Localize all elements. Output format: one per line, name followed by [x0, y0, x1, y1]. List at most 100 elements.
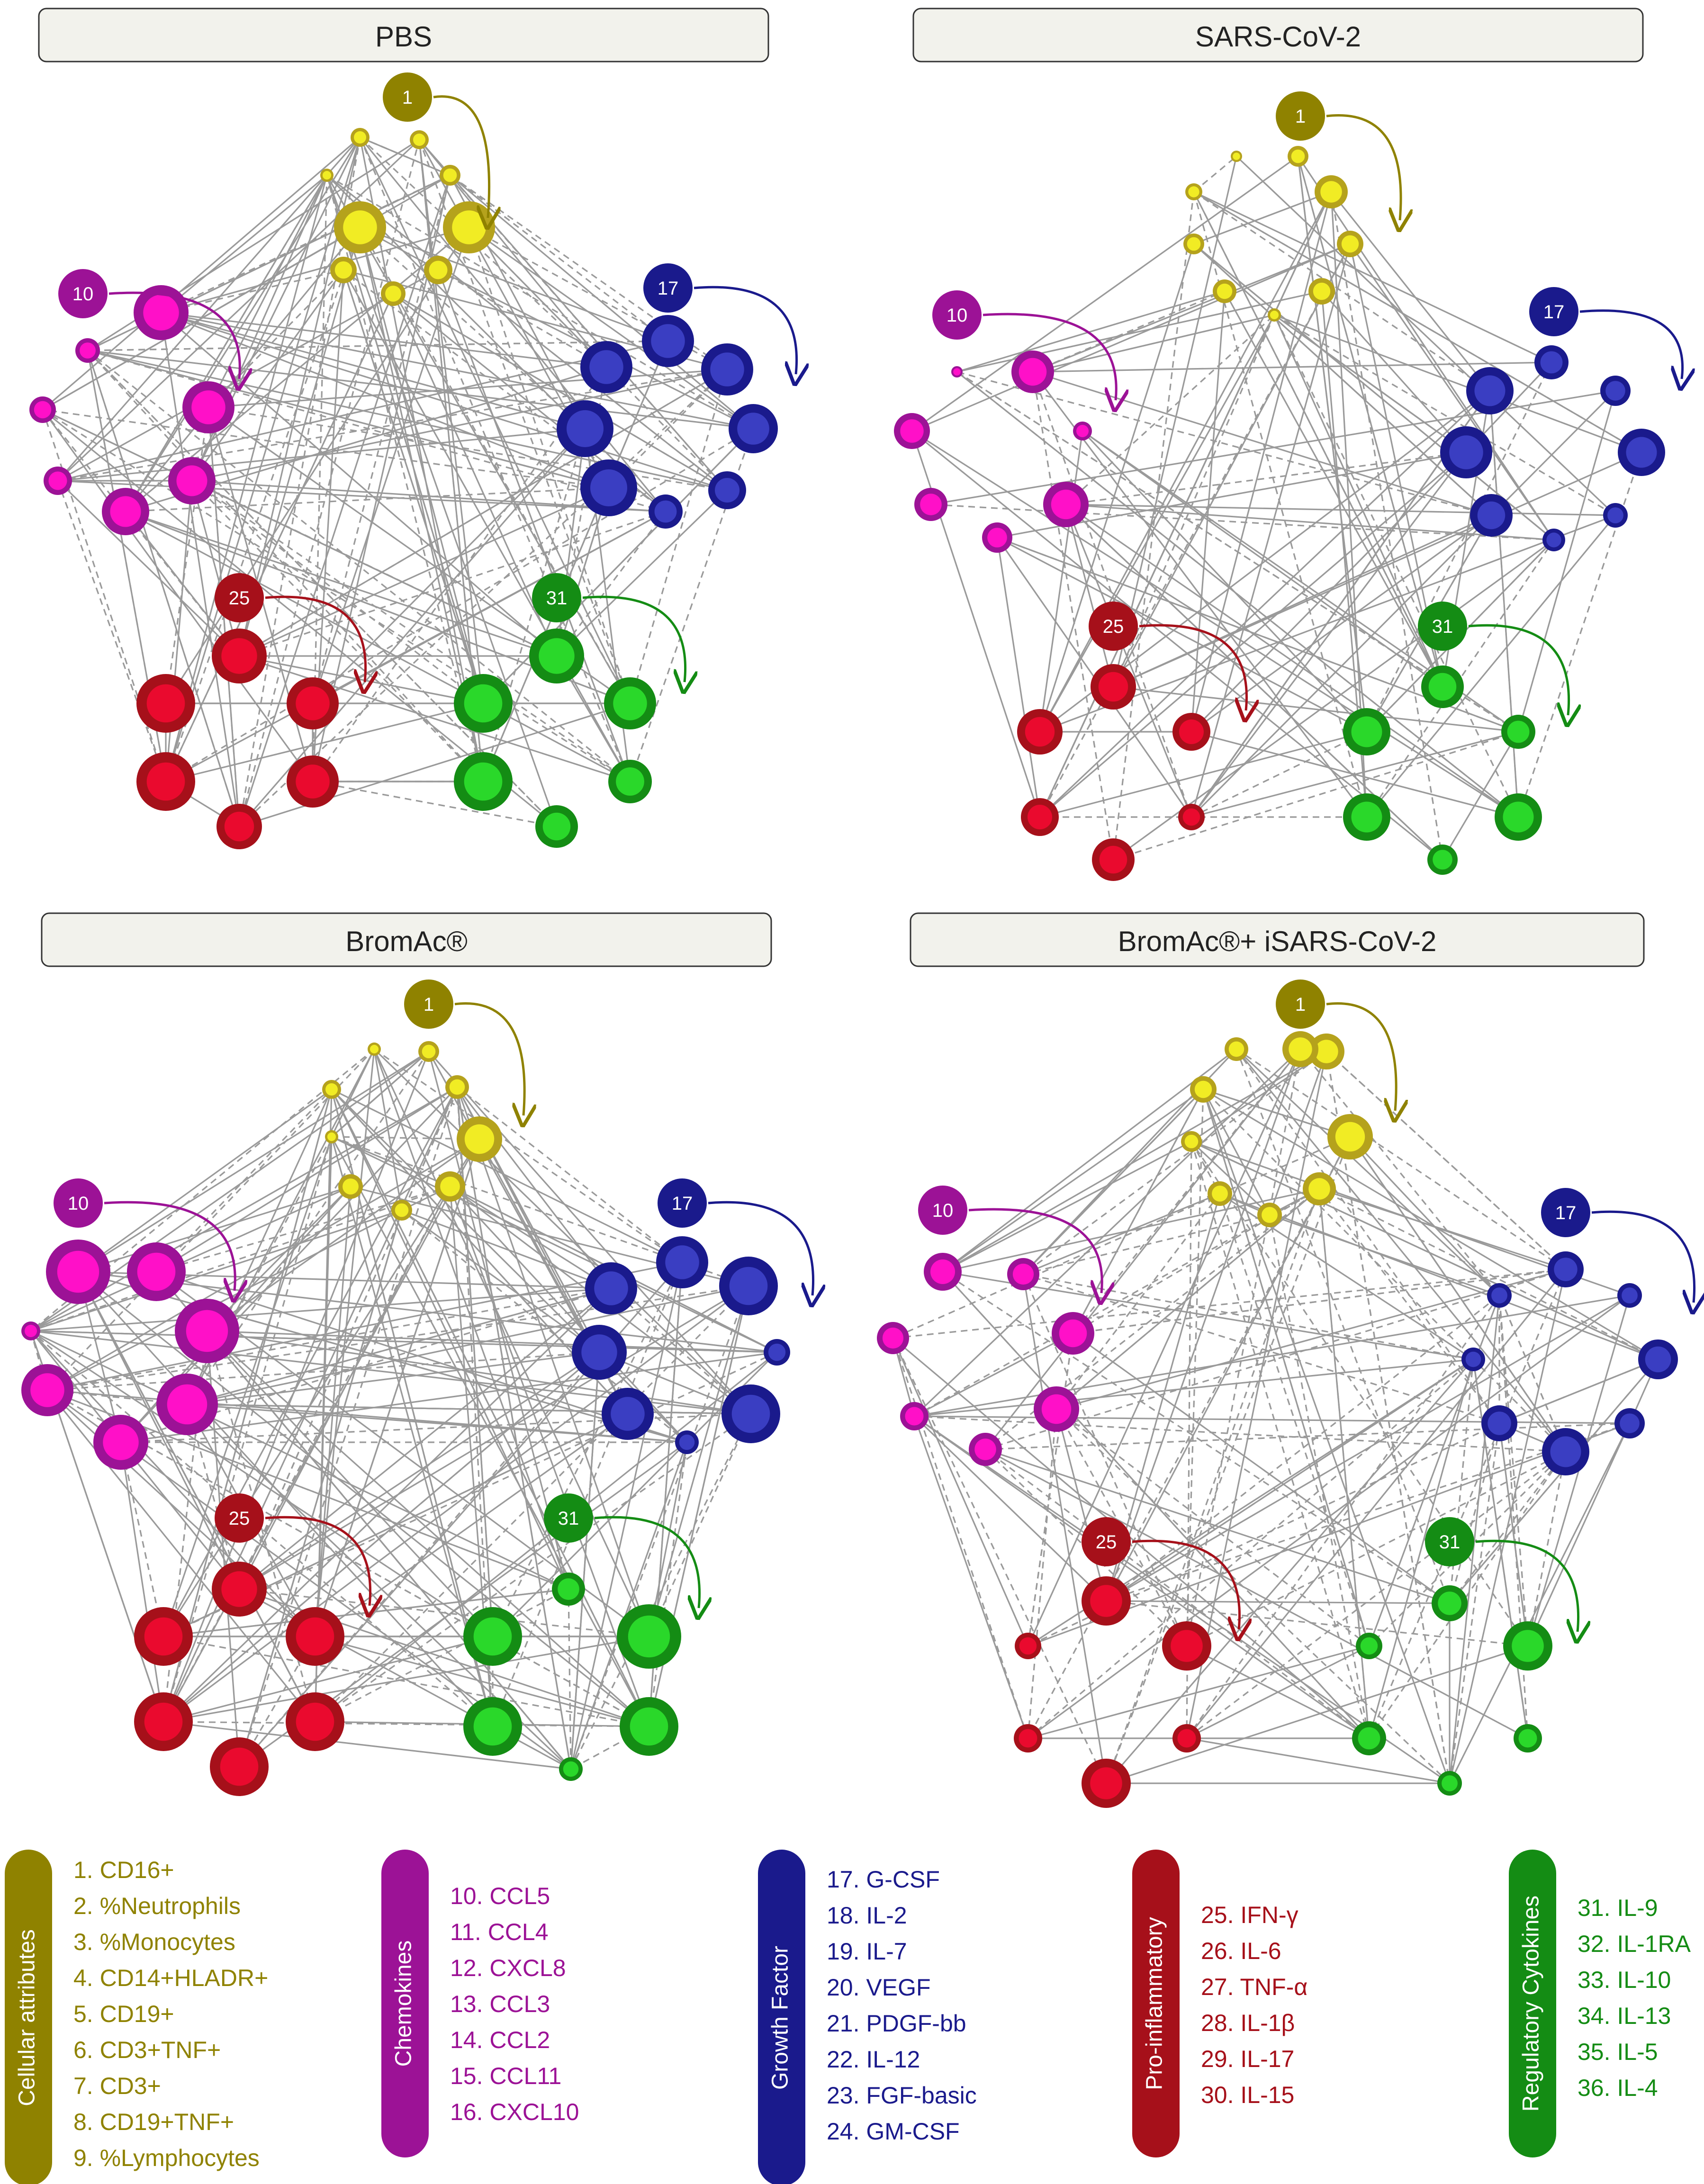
network-node-3	[1282, 1031, 1318, 1067]
network-node-6	[1181, 1131, 1202, 1152]
node-core	[974, 1438, 996, 1460]
group-anchor-31: 31	[532, 573, 685, 682]
negative-correlation-edge	[1027, 1333, 1074, 1646]
positive-correlation-edge	[1065, 504, 1192, 818]
positive-correlation-edge	[207, 1138, 480, 1332]
positive-correlation-edge	[187, 1287, 612, 1405]
negative-correlation-edge	[1235, 1049, 1451, 1604]
anchor-circle	[215, 573, 264, 622]
positive-correlation-edge	[1186, 1737, 1450, 1784]
anchor-circle	[383, 72, 432, 122]
positive-correlation-edge	[331, 1088, 683, 1263]
node-core	[1194, 1080, 1212, 1098]
network-node-9	[1257, 1203, 1282, 1227]
legend-item: 11. CCL4	[450, 1919, 549, 1945]
positive-correlation-edge	[77, 1271, 494, 1727]
positive-correlation-edge	[1039, 390, 1491, 818]
negative-correlation-edge	[570, 1413, 752, 1770]
negative-correlation-edge	[238, 368, 728, 827]
positive-correlation-edge	[1105, 1136, 1351, 1601]
group-arrow	[1579, 309, 1683, 379]
positive-correlation-edge	[47, 1138, 480, 1391]
legend-item: 34. IL-13	[1578, 2003, 1671, 2029]
negative-correlation-edge	[161, 269, 344, 314]
network-node-4	[322, 1080, 341, 1099]
group-arrow	[983, 313, 1116, 400]
negative-correlation-edge	[163, 1721, 649, 1727]
positive-correlation-edge	[312, 227, 470, 704]
positive-correlation-edge	[985, 1448, 1528, 1739]
group-anchor-31: 31	[1418, 602, 1569, 715]
network-node-33	[604, 677, 656, 729]
network-node-9	[1268, 308, 1281, 322]
node-core	[1262, 1207, 1278, 1223]
negative-correlation-edge	[186, 1404, 240, 1590]
positive-correlation-edge	[191, 480, 666, 512]
positive-correlation-edge	[1527, 1423, 1631, 1646]
negative-correlation-edge	[1106, 1600, 1528, 1647]
network-node-29	[286, 1692, 344, 1751]
network-node-28	[1021, 798, 1059, 836]
positive-correlation-edge	[1191, 1141, 1659, 1360]
negative-correlation-edge	[942, 1271, 1450, 1604]
network-node-1	[1308, 1034, 1344, 1070]
positive-correlation-edge	[456, 1087, 650, 1637]
panel-title-text: BromAc®+ iSARS-CoV-2	[1118, 926, 1437, 957]
positive-correlation-edge	[911, 430, 1519, 818]
legend-item: 21. PDGF-bb	[827, 2010, 966, 2037]
network-node-1	[457, 1116, 502, 1162]
negative-correlation-edge	[165, 293, 394, 782]
positive-correlation-edge	[418, 139, 728, 491]
positive-correlation-edge	[1449, 1269, 1567, 1784]
positive-correlation-edge	[556, 487, 610, 656]
positive-correlation-edge	[392, 293, 558, 656]
positive-correlation-edge	[187, 1351, 600, 1405]
edge-layer	[892, 1048, 1659, 1784]
node-core	[1474, 375, 1506, 406]
negative-correlation-edge	[42, 409, 167, 782]
positive-correlation-edge	[1449, 1423, 1631, 1784]
negative-correlation-edge	[238, 1087, 458, 1590]
positive-correlation-edge	[78, 1088, 332, 1273]
negative-correlation-edge	[30, 1186, 451, 1332]
node-core	[539, 638, 575, 674]
legend-pill	[758, 1850, 805, 2184]
positive-correlation-edge	[30, 1330, 316, 1637]
positive-correlation-edge	[1039, 315, 1275, 732]
positive-correlation-edge	[1219, 1193, 1659, 1360]
node-core	[1090, 1767, 1122, 1799]
node-core	[1438, 1591, 1461, 1615]
network-node-32	[463, 1607, 522, 1666]
positive-correlation-edge	[42, 226, 361, 411]
panel-title-sars: SARS-CoV-2	[912, 8, 1644, 63]
network-node-12	[168, 457, 216, 504]
positive-correlation-edge	[359, 227, 484, 704]
node-core	[80, 342, 96, 359]
anchor-circle	[58, 269, 108, 318]
network-node-5	[445, 1075, 469, 1099]
anchor-circle	[918, 1186, 967, 1235]
anchor-label: 1	[424, 994, 434, 1015]
network-node-12	[1073, 422, 1092, 440]
positive-correlation-edge	[191, 368, 728, 482]
network-node-19	[1618, 429, 1665, 476]
node-core	[176, 465, 207, 496]
positive-correlation-edge	[482, 341, 669, 782]
network-node-18	[1617, 1283, 1642, 1308]
network-node-34	[1352, 1721, 1386, 1755]
network-node-10	[924, 1253, 962, 1291]
legend-item: 16. CXCL10	[450, 2099, 579, 2125]
positive-correlation-edge	[1065, 504, 1114, 687]
network-node-7	[1303, 1172, 1336, 1205]
node-core	[1019, 1729, 1037, 1748]
network-node-35	[608, 760, 652, 803]
negative-correlation-edge	[1449, 1358, 1659, 1604]
network-node-11	[127, 1242, 186, 1301]
positive-correlation-edge	[449, 1186, 650, 1727]
node-core	[370, 1044, 379, 1054]
negative-correlation-edge	[914, 1415, 1566, 1453]
anchor-label: 10	[932, 1200, 954, 1221]
